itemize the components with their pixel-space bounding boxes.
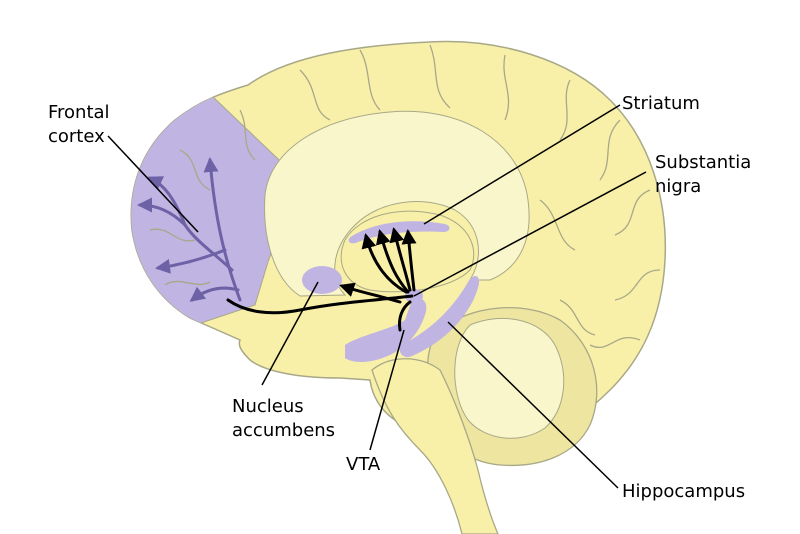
leader-frontal-cortex <box>107 135 199 233</box>
leader-substantia-nigra <box>413 171 647 297</box>
gyri-lines <box>149 44 661 348</box>
brainstem <box>371 358 499 534</box>
label-substantia-nigra: Substantia nigra <box>655 151 751 199</box>
label-nucleus-accumbens-line1: Nucleus <box>232 396 304 417</box>
label-substantia-nigra-line2: nigra <box>655 176 702 197</box>
leader-vta <box>369 329 405 451</box>
label-frontal-cortex: Frontal cortex <box>48 101 110 149</box>
label-vta: VTA <box>346 454 381 475</box>
leader-hippocampus <box>447 321 619 489</box>
vta-region <box>345 298 427 362</box>
label-hippocampus: Hippocampus <box>622 481 746 502</box>
label-striatum: Striatum <box>622 93 700 114</box>
hippocampus-region <box>399 276 480 358</box>
nucleus-accumbens-region <box>302 266 342 294</box>
dopamine-pathways <box>226 227 417 332</box>
leader-nucleus-accumbens <box>261 281 319 386</box>
label-frontal-cortex-line1: Frontal <box>48 102 110 123</box>
label-frontal-cortex-line2: cortex <box>48 126 105 147</box>
label-substantia-nigra-line1: Substantia <box>655 152 752 173</box>
cerebellum-inner <box>454 317 565 439</box>
label-nucleus-accumbens-line2: accumbens <box>232 420 336 441</box>
leader-lines <box>107 104 647 489</box>
leader-striatum <box>423 104 621 225</box>
cortex-projections <box>137 157 242 302</box>
label-nucleus-accumbens: Nucleus accumbens <box>232 395 335 443</box>
